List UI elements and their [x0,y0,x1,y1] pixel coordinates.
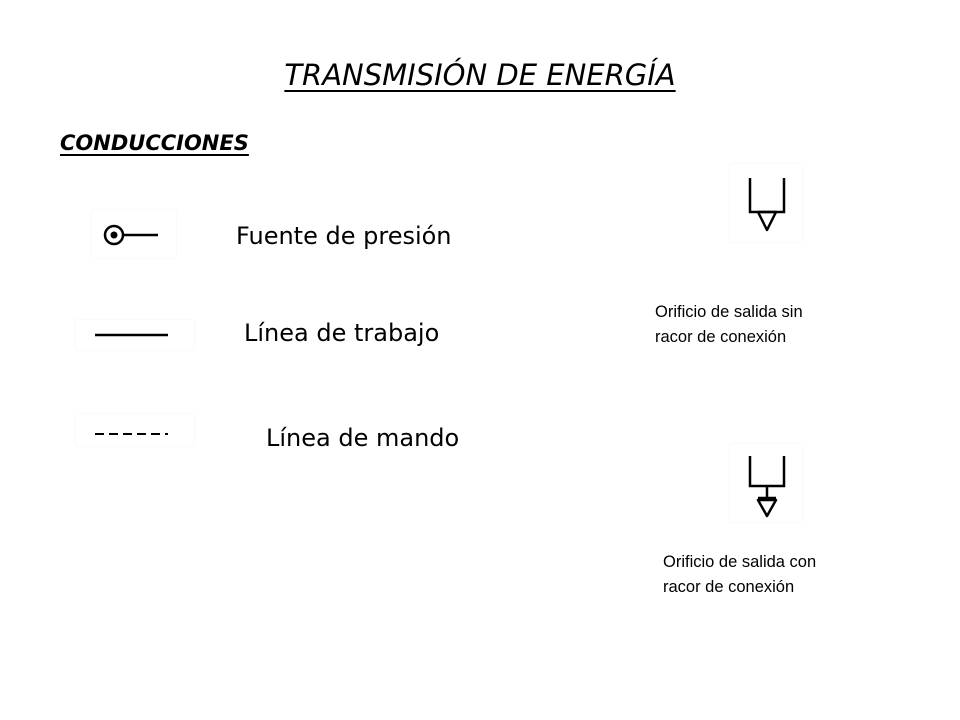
outlet-without-fitting-label-line2: racor de conexión [655,328,787,346]
outlet-with-fitting-label: Orificio de salida con racor de conexión [663,550,903,600]
page-title: TRANSMISIÓN DE ENERGÍA [284,58,676,92]
work-line-icon [76,320,194,350]
pressure-source-icon [92,210,176,258]
outlet-without-fitting-label-line1: Orificio de salida sin [655,303,803,321]
outlet-with-fitting-label-line1: Orificio de salida con [663,553,817,571]
work-line-label: Línea de trabajo [244,319,440,347]
outlet-with-fitting-icon [730,444,802,522]
section-subtitle: CONDUCCIONES [60,131,249,155]
outlet-without-fitting-label: Orificio de salida sin racor de conexión [655,300,895,350]
outlet-with-fitting-label-line2: racor de conexión [663,578,795,596]
control-line-icon [76,414,194,446]
pressure-source-label: Fuente de presión [236,222,452,250]
outlet-without-fitting-icon [730,164,802,242]
control-line-label: Línea de mando [266,424,460,452]
